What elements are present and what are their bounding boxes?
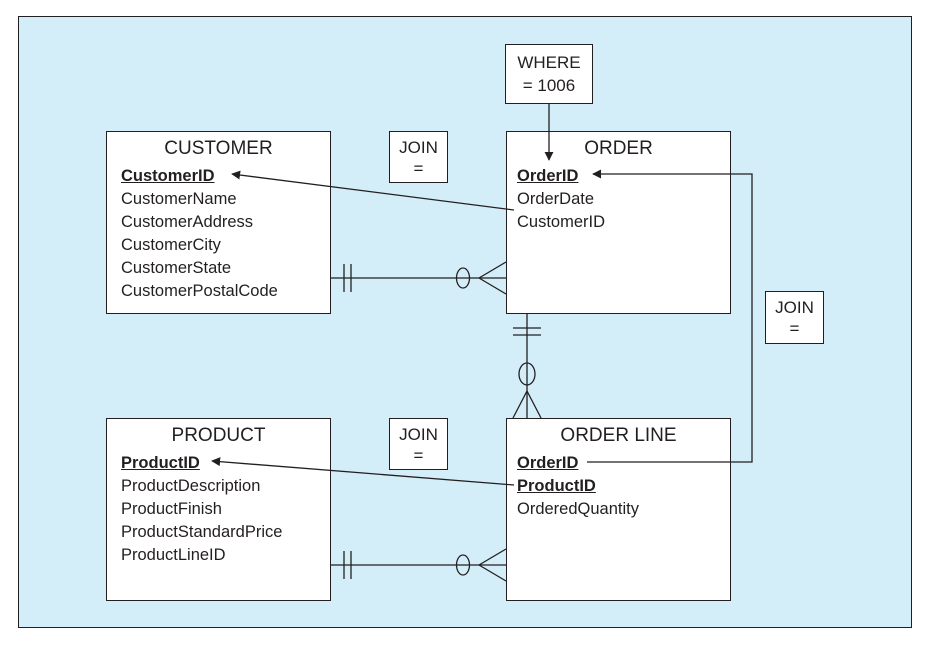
- product-orderline-relationship: [331, 548, 507, 582]
- order-orderline-relationship: [512, 314, 542, 419]
- attribute: ProductFinish: [121, 500, 222, 518]
- attribute: OrderedQuantity: [517, 500, 639, 518]
- attribute: CustomerAddress: [121, 213, 254, 231]
- customer-join-arrow: [231, 170, 515, 211]
- attribute: ProductDescription: [121, 477, 261, 495]
- attribute: CustomerCity: [121, 236, 221, 254]
- product-join-arrow: [211, 457, 515, 486]
- attribute: OrderDate: [517, 190, 595, 208]
- order-entity-title: ORDER: [584, 138, 653, 159]
- primary-key-attribute: OrderID: [517, 167, 579, 185]
- join-operator: =: [413, 446, 424, 465]
- join-label: JOIN: [399, 138, 438, 157]
- order-line-entity: ORDER LINE OrderID ProductID OrderedQuanti…: [506, 418, 731, 601]
- where-condition-box: WHERE = 1006: [505, 44, 593, 104]
- order-line-entity-title: ORDER LINE: [560, 425, 677, 446]
- attribute: CustomerName: [121, 190, 237, 208]
- join-box-product-orderline: JOIN =: [389, 418, 448, 470]
- primary-key-attribute: ProductID: [121, 454, 200, 472]
- join-operator: =: [413, 159, 424, 178]
- join-operator: =: [789, 319, 800, 338]
- customer-entity-title: CUSTOMER: [164, 138, 273, 159]
- attribute: ProductLineID: [121, 546, 226, 564]
- attribute: CustomerPostalCode: [121, 282, 278, 300]
- order-line-attribute-list: OrderID ProductID OrderedQuantity: [517, 452, 639, 521]
- where-label: WHERE: [517, 53, 581, 72]
- join-box-orderline-order: JOIN =: [765, 291, 824, 344]
- primary-key-attribute: ProductID: [517, 477, 596, 495]
- attribute: CustomerState: [121, 259, 232, 277]
- primary-key-attribute: OrderID: [517, 454, 579, 472]
- where-value: = 1006: [522, 76, 576, 95]
- customer-order-relationship: [331, 261, 507, 295]
- attribute: ProductStandardPrice: [121, 523, 283, 541]
- product-entity-title: PRODUCT: [171, 425, 266, 446]
- join-label: JOIN: [775, 298, 814, 317]
- primary-key-attribute: CustomerID: [121, 167, 215, 185]
- join-label: JOIN: [399, 425, 438, 444]
- orderline-order-join-arrow: [587, 169, 753, 463]
- attribute: CustomerID: [517, 213, 606, 231]
- join-box-customer-order: JOIN =: [389, 131, 448, 183]
